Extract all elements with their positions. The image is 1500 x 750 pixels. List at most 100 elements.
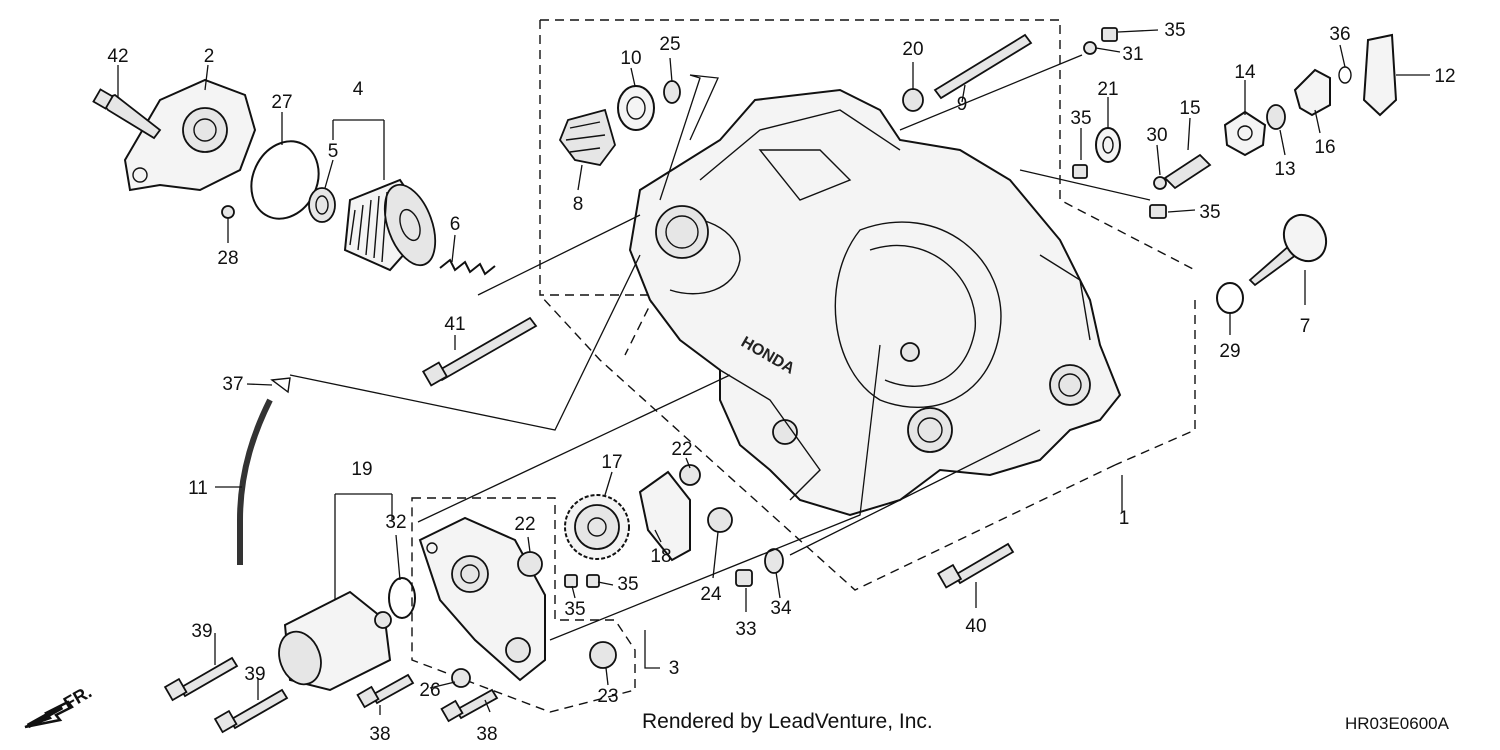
diagram-code: HR03E0600A xyxy=(1345,714,1449,733)
callout-26: 26 xyxy=(419,680,440,701)
washer-20 xyxy=(902,88,924,112)
dowel-35c xyxy=(1101,27,1118,42)
oil-filter-cartridge xyxy=(343,178,437,272)
callout-10: 10 xyxy=(620,48,641,69)
callout-35-pump-left: 35 xyxy=(564,599,585,620)
flange-bolt-38b xyxy=(440,688,499,723)
bearing-23 xyxy=(589,641,617,669)
callout-19: 19 xyxy=(351,459,372,480)
cover-12 xyxy=(1362,33,1398,117)
callout-35-mid: 35 xyxy=(1070,108,1091,129)
callout-29: 29 xyxy=(1219,341,1240,362)
flange-bolt-39a xyxy=(163,656,239,702)
bearing-21 xyxy=(1095,127,1121,163)
callout-17: 17 xyxy=(601,452,622,473)
oil-filter-cover xyxy=(123,78,257,192)
callout-20: 20 xyxy=(902,39,923,60)
front-direction-arrow-icon: FR. xyxy=(24,682,95,729)
callout-28: 28 xyxy=(217,248,238,269)
callout-38-left: 38 xyxy=(369,724,390,745)
o-ring-25 xyxy=(663,80,681,104)
callout-18: 18 xyxy=(650,546,671,567)
washer-30 xyxy=(1153,176,1167,190)
o-ring-28 xyxy=(221,205,235,219)
callout-11: 11 xyxy=(188,478,208,499)
callout-31: 31 xyxy=(1122,44,1143,65)
leader-lines xyxy=(117,29,1430,715)
callout-21: 21 xyxy=(1097,79,1118,100)
callout-22-lower: 22 xyxy=(514,514,535,535)
o-ring-29 xyxy=(1216,282,1244,314)
o-ring-32 xyxy=(388,577,416,619)
bearing-22a xyxy=(679,464,701,486)
pin-9 xyxy=(933,33,1033,100)
flange-bolt-40 xyxy=(936,542,1015,589)
dowel-35d xyxy=(1072,164,1088,179)
callout-5: 5 xyxy=(328,141,339,162)
callout-16: 16 xyxy=(1314,137,1335,158)
oil-level-dipstick xyxy=(1248,213,1328,287)
oil-pump-body xyxy=(418,516,546,682)
callout-1: 1 xyxy=(1119,508,1130,529)
clip-37 xyxy=(270,377,291,394)
flange-bolt-38a xyxy=(356,673,415,709)
bearing-22b xyxy=(517,551,543,577)
washer-31 xyxy=(1083,41,1097,55)
bearing-24 xyxy=(707,507,733,533)
callout-9: 9 xyxy=(957,94,968,115)
callout-8: 8 xyxy=(573,194,584,215)
callout-33: 33 xyxy=(735,619,756,640)
nut-33 xyxy=(735,569,753,587)
callout-14: 14 xyxy=(1234,62,1256,83)
o-ring-13 xyxy=(1266,104,1286,130)
callout-4: 4 xyxy=(353,79,364,100)
gear-14 xyxy=(1223,110,1267,157)
callout-23: 23 xyxy=(597,686,618,707)
callout-15: 15 xyxy=(1179,98,1200,119)
callout-30: 30 xyxy=(1146,125,1167,146)
callout-labels: 42 2 27 4 5 6 28 41 37 11 19 32 39 39 38… xyxy=(107,20,1455,745)
flange-bolt-42 xyxy=(92,88,162,140)
callout-7: 7 xyxy=(1300,316,1311,337)
dowel-35b xyxy=(586,574,600,588)
starter-motor xyxy=(278,590,392,692)
flange-bolt-41 xyxy=(421,316,538,387)
flange-bolt-39b xyxy=(213,688,289,734)
assembly-outline-crankcase xyxy=(539,19,1196,591)
callout-41: 41 xyxy=(444,314,465,335)
callout-27: 27 xyxy=(271,92,292,113)
callout-25: 25 xyxy=(659,34,680,55)
bolt-15 xyxy=(1163,153,1212,190)
callout-39-upper: 39 xyxy=(191,621,212,642)
callout-35-pump-right: 35 xyxy=(617,574,638,595)
seal-10 xyxy=(617,85,655,131)
clip-36 xyxy=(1338,66,1352,84)
washer-26 xyxy=(451,668,471,688)
callout-35-top: 35 xyxy=(1164,20,1185,41)
callout-34: 34 xyxy=(770,598,792,619)
oil-tube-11 xyxy=(237,398,273,565)
callout-12: 12 xyxy=(1434,66,1455,87)
oil-pump-drive-gear xyxy=(564,494,630,560)
dowel-35e xyxy=(1149,204,1167,219)
oil-pump-plate xyxy=(638,470,691,562)
callout-2: 2 xyxy=(204,46,215,67)
right-crankcase-cover: HONDA xyxy=(628,88,1122,517)
bracket-16 xyxy=(1293,68,1331,117)
callout-39-lower: 39 xyxy=(244,664,265,685)
callout-42: 42 xyxy=(107,46,128,67)
o-ring-5 xyxy=(308,187,336,223)
oil-strainer-8 xyxy=(558,108,616,166)
render-credit: Rendered by LeadVenture, Inc. xyxy=(642,710,933,733)
callout-22-upper: 22 xyxy=(671,439,692,460)
callout-35-right: 35 xyxy=(1199,202,1220,223)
dowel-35a xyxy=(564,574,578,588)
callout-6: 6 xyxy=(450,214,461,235)
callout-24: 24 xyxy=(700,584,722,605)
oil-filter-spring xyxy=(439,258,496,276)
callout-13: 13 xyxy=(1274,159,1295,180)
callout-36: 36 xyxy=(1329,24,1350,45)
callout-38-right: 38 xyxy=(476,724,497,745)
callout-32: 32 xyxy=(385,512,406,533)
